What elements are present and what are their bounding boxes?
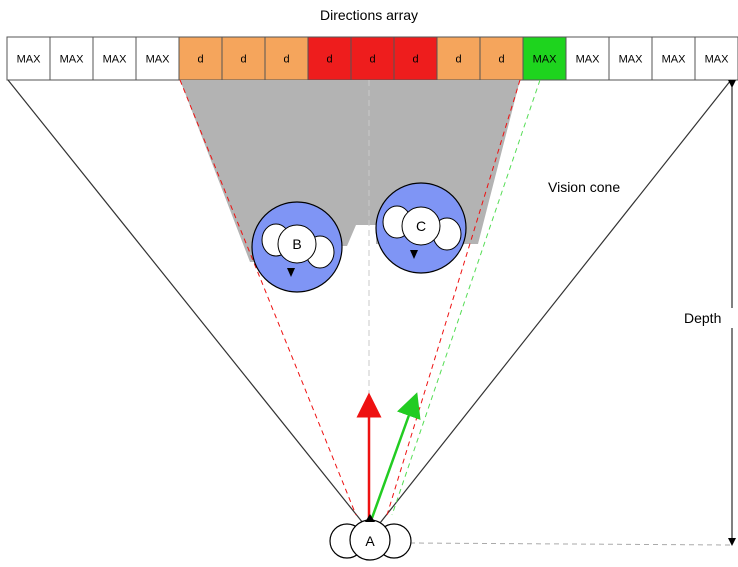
direction-cell: MAX bbox=[651, 36, 696, 81]
direction-cell-label: d bbox=[197, 54, 203, 66]
direction-cell: d bbox=[221, 36, 266, 81]
agent-c: C bbox=[375, 182, 467, 274]
agent-c-heading-icon bbox=[410, 250, 418, 259]
direction-cell-box bbox=[694, 36, 738, 81]
direction-cell-label: MAX bbox=[619, 54, 644, 66]
depth-label: Depth bbox=[684, 310, 721, 326]
agent-a: A bbox=[329, 514, 412, 561]
agent-a-label: A bbox=[365, 533, 375, 549]
direction-cell-box bbox=[6, 36, 51, 81]
direction-cell-box bbox=[393, 36, 438, 81]
agent-b-head bbox=[277, 224, 317, 264]
direction-cell-box bbox=[565, 36, 610, 81]
direction-cell-box bbox=[479, 36, 524, 81]
direction-cell-label: MAX bbox=[705, 54, 730, 66]
direction-cell: d bbox=[436, 36, 481, 81]
direction-cell-label: MAX bbox=[17, 54, 42, 66]
direction-cell: MAX bbox=[49, 36, 94, 81]
diagram-title: Directions array bbox=[320, 7, 418, 23]
vision-cone-label: Vision cone bbox=[548, 179, 620, 195]
direction-cell-label: d bbox=[369, 54, 375, 66]
direction-cell: MAX bbox=[608, 36, 653, 81]
red-dashed-right-ray bbox=[386, 79, 521, 516]
agent-b-heading-icon bbox=[287, 268, 295, 277]
direction-cell-box bbox=[221, 36, 266, 81]
direction-cell-label: MAX bbox=[103, 54, 128, 66]
direction-cell: MAX bbox=[694, 36, 738, 81]
direction-cell-label: MAX bbox=[146, 54, 171, 66]
direction-cell: d bbox=[479, 36, 524, 81]
direction-cell-box bbox=[307, 36, 352, 81]
agent-b: B bbox=[251, 201, 343, 293]
direction-cell-label: MAX bbox=[662, 54, 687, 66]
direction-cell-label: d bbox=[412, 54, 418, 66]
red-dashed-left-ray bbox=[179, 79, 357, 516]
direction-cell: d bbox=[350, 36, 395, 81]
direction-cell: MAX bbox=[92, 36, 137, 81]
direction-cell-label: MAX bbox=[60, 54, 85, 66]
direction-cell-box bbox=[651, 36, 696, 81]
direction-cell-label: d bbox=[283, 54, 289, 66]
occlusion-region bbox=[180, 80, 520, 262]
direction-cell: MAX bbox=[522, 36, 567, 81]
direction-cell-label: MAX bbox=[533, 54, 558, 66]
direction-cell-label: d bbox=[455, 54, 461, 66]
depth-baseline-dashed bbox=[409, 542, 731, 546]
agent-c-label: C bbox=[416, 218, 426, 234]
direction-cell-box bbox=[49, 36, 94, 81]
vision-cone-right-edge bbox=[379, 79, 732, 524]
direction-cell-label: d bbox=[498, 54, 504, 66]
direction-cell: d bbox=[393, 36, 438, 81]
depth-label-background bbox=[682, 308, 734, 328]
direction-cell: d bbox=[178, 36, 223, 81]
green-direction-arrow bbox=[370, 392, 421, 519]
direction-cell: MAX bbox=[565, 36, 610, 81]
directions-array: MAX MAX MAX MAX d d d d d d d d MAX MAX MAX MAX MAX bbox=[6, 36, 738, 81]
direction-cell: d bbox=[307, 36, 352, 81]
agent-c-head bbox=[401, 206, 441, 246]
direction-cell-label: d bbox=[240, 54, 246, 66]
direction-cell: MAX bbox=[6, 36, 51, 81]
vision-cone-left-edge bbox=[7, 79, 364, 524]
direction-cell: d bbox=[264, 36, 309, 81]
green-dashed-ray bbox=[391, 79, 541, 516]
direction-cell-label: d bbox=[326, 54, 332, 66]
direction-cell: MAX bbox=[135, 36, 180, 81]
direction-cell-box bbox=[522, 36, 567, 81]
direction-cell-box bbox=[92, 36, 137, 81]
agent-a-heading-icon bbox=[365, 514, 375, 522]
agent-b-label: B bbox=[292, 236, 301, 252]
direction-cell-label: MAX bbox=[576, 54, 601, 66]
